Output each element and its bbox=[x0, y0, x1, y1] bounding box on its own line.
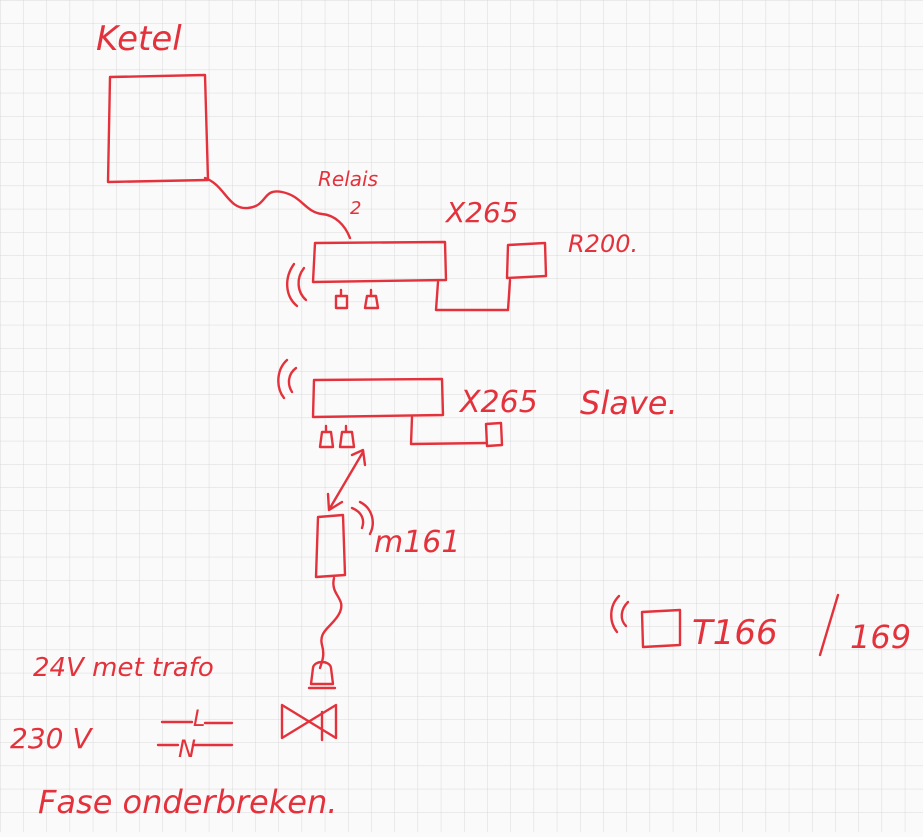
24v-label: 24V met trafo bbox=[33, 653, 214, 683]
arrow-head-bottom bbox=[326, 492, 344, 512]
slave-label: Slave. bbox=[580, 384, 678, 422]
valve-icon bbox=[280, 703, 338, 740]
l-label: L bbox=[193, 707, 205, 732]
arrow-head-top bbox=[350, 448, 367, 467]
slave-end-box bbox=[484, 421, 504, 448]
x265-slave-label: X265 bbox=[458, 385, 538, 420]
relais-number: 2 bbox=[350, 198, 361, 219]
t169-label: 169 bbox=[850, 618, 911, 656]
x265-master-connector bbox=[434, 278, 512, 312]
relais-label: Relais bbox=[318, 167, 378, 191]
wireless-icon bbox=[286, 262, 299, 308]
t166-label: T166 bbox=[692, 613, 778, 653]
line-l bbox=[160, 720, 234, 725]
x265-slave-box bbox=[311, 377, 445, 419]
wireless-icon bbox=[610, 594, 621, 634]
m161-box bbox=[314, 513, 347, 579]
r200-box bbox=[505, 241, 548, 280]
actuator-icon bbox=[307, 660, 337, 690]
wireless-icon bbox=[350, 506, 365, 530]
wireless-icon bbox=[358, 500, 374, 536]
ketel-label: Ketel bbox=[96, 19, 182, 59]
fase-label: Fase onderbreken. bbox=[38, 783, 337, 821]
m161-actuator-wire bbox=[318, 576, 343, 670]
double-arrow bbox=[328, 450, 365, 510]
r200-label: R200. bbox=[568, 230, 638, 258]
wireless-icon bbox=[277, 358, 289, 400]
t166-box bbox=[640, 608, 682, 649]
230v-label: 230 V bbox=[10, 722, 93, 755]
m161-label: m161 bbox=[374, 525, 460, 560]
plug-icon bbox=[318, 424, 335, 449]
wireless-icon bbox=[297, 266, 308, 302]
wireless-icon bbox=[287, 366, 298, 394]
plug-icon bbox=[363, 288, 380, 310]
x265-slave-connector bbox=[409, 415, 489, 446]
x265-master-box bbox=[311, 240, 448, 284]
wireless-icon bbox=[620, 600, 630, 628]
ketel-relais-wire bbox=[203, 176, 352, 240]
x265-master-label: X265 bbox=[444, 196, 519, 229]
plug-icon bbox=[338, 424, 356, 449]
n-label: N bbox=[178, 735, 196, 763]
slash bbox=[818, 593, 840, 657]
plug-icon bbox=[334, 288, 349, 310]
